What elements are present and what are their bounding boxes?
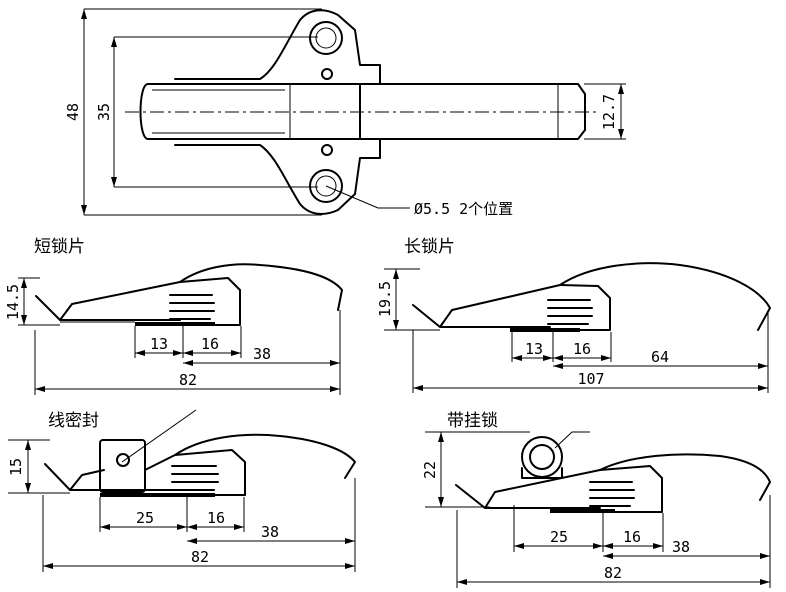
short-dim-c: 38	[253, 345, 271, 363]
seal-dim-b: 16	[207, 509, 225, 527]
seal-dim-h: 15	[7, 458, 25, 476]
seal-dim-c: 38	[261, 523, 279, 541]
padlock-dim-b: 16	[623, 528, 641, 546]
long-dim-c: 64	[651, 348, 669, 366]
short-latch-view: 短锁片 14.5 13 16 38 82	[4, 237, 343, 395]
padlock-dim-c: 38	[672, 538, 690, 556]
long-latch-view: 长锁片 19.5 13 16 64 107	[376, 237, 771, 393]
long-dim-h: 19.5	[376, 281, 394, 317]
long-dim-b: 16	[573, 340, 591, 358]
short-latch-title: 短锁片	[34, 237, 85, 257]
padlock-latch-title: 带挂锁	[447, 411, 498, 431]
dim-12-7: 12.7	[600, 94, 618, 130]
top-view: 48 35 12.7 Ø5.5 2个位置	[64, 8, 626, 218]
long-dim-total: 107	[577, 370, 604, 388]
short-dim-h: 14.5	[4, 284, 22, 320]
padlock-dim-h: 22	[421, 461, 439, 479]
padlock-dim-total: 82	[604, 564, 622, 582]
padlock-dim-a: 25	[550, 528, 568, 546]
padlock-latch-view: 带挂锁 22 25 16 38	[421, 411, 771, 588]
seal-dim-a: 25	[136, 509, 154, 527]
long-dim-a: 13	[525, 340, 543, 358]
dim-35: 35	[95, 103, 113, 121]
hole-callout: Ø5.5 2个位置	[414, 200, 513, 218]
short-dim-b: 16	[201, 335, 219, 353]
seal-latch-view: 线密封 15 25 16 38	[7, 409, 356, 572]
long-latch-title: 长锁片	[404, 237, 455, 257]
short-dim-a: 13	[150, 335, 168, 353]
dim-48: 48	[64, 103, 82, 121]
seal-latch-title: 线密封	[48, 411, 99, 431]
short-dim-total: 82	[179, 371, 197, 389]
seal-dim-total: 82	[191, 548, 209, 566]
